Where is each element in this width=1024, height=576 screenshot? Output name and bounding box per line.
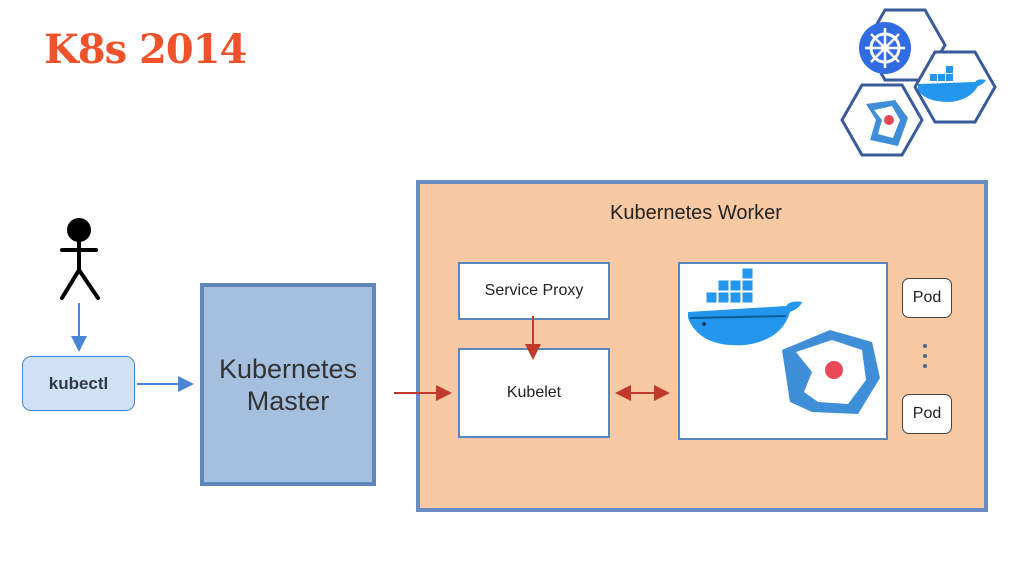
rkt-icon [866,100,908,146]
ellipsis-dots [923,344,927,374]
docker-whale-icon [688,267,802,346]
pod-label: Pod [912,405,942,422]
service-proxy-box: Service Proxy [458,262,610,320]
docker-whale-icon [918,66,986,102]
rkt-icon [782,330,880,414]
pod-label: Pod [912,289,942,306]
worker-title: Kubernetes Worker [610,202,782,224]
master-label-line1: Kubernetes [218,353,358,384]
kubectl-label: kubectl [48,373,109,393]
pod-box: Pod [902,394,952,434]
slide-title: K8s 2014 [44,26,247,73]
kubectl-box: kubectl [22,356,135,411]
master-label-line2: Master [246,385,330,416]
kubelet-label: Kubelet [506,384,562,401]
kubelet-box: Kubelet [458,348,610,438]
pod-box: Pod [902,278,952,318]
kubernetes-master-box: Kubernetes Master [200,283,376,486]
service-proxy-label: Service Proxy [484,282,584,299]
